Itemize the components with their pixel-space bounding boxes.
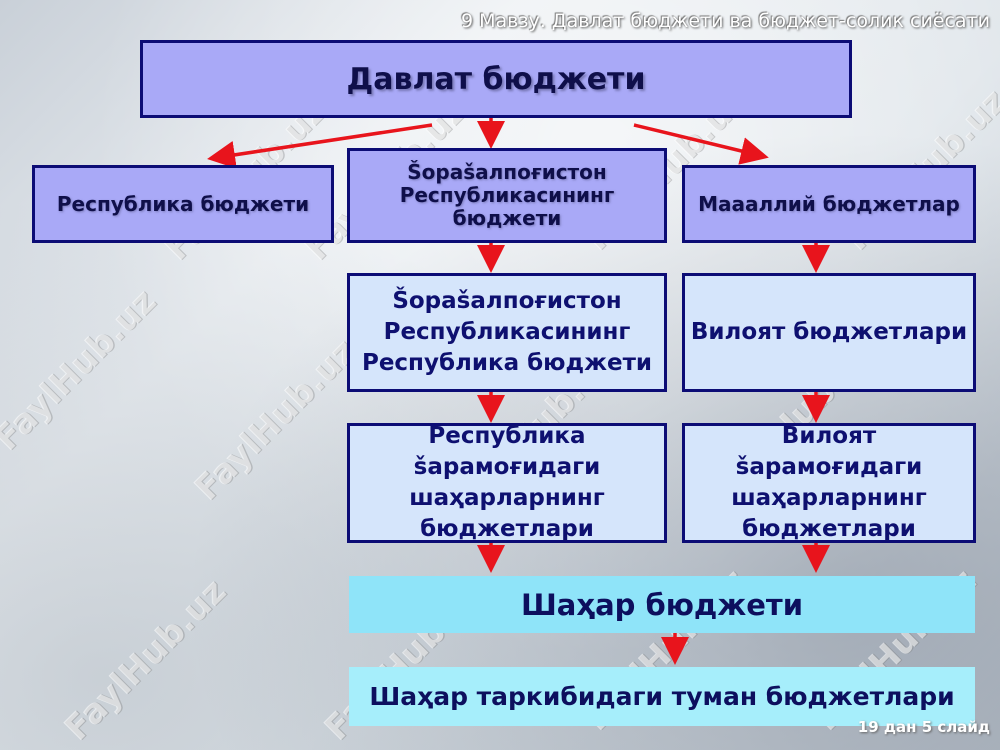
state-budget-box: Давлат бюджети xyxy=(140,40,852,118)
city-budget-box: Шаҳар бюджети xyxy=(349,576,975,633)
karakalpak-budget-box: Šораšалпоғистон Республикасининг бюджети xyxy=(347,148,667,243)
local-budgets-box: Маааллий бюджетлар xyxy=(682,165,976,243)
regional-city-budgets-box: Вилоят šарамоғидаги шаҳарларнинг бюджетл… xyxy=(682,423,976,543)
district-budgets-box: Шаҳар таркибидаги туман бюджетлари xyxy=(349,667,975,726)
arrow-state-to-republic xyxy=(207,123,433,169)
republic-budget-box: Республика бюджети xyxy=(32,165,334,243)
republic-city-budgets-box: Республика šарамоғидаги шаҳарларнинг бюд… xyxy=(347,423,667,543)
regional-budgets-box: Вилоят бюджетлари xyxy=(682,273,976,392)
slide-title: 9 Мавзу. Давлат бюджети ва бюджет-солик … xyxy=(460,10,990,32)
karakalpak-republic-budget-box: Šораšалпоғистон Республикасининг Республ… xyxy=(347,273,667,392)
arrow-state-to-local xyxy=(633,123,769,165)
slide-counter: 19 дан 5 слайд xyxy=(857,718,990,736)
